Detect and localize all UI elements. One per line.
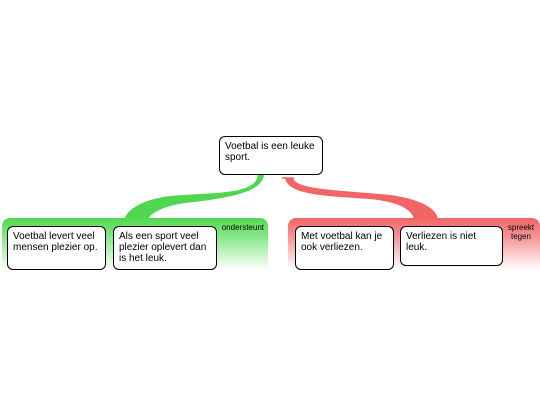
support-group-label: ondersteunt [221, 223, 264, 232]
support-reason-node[interactable]: Als een sport veel plezier oplevert dan … [113, 226, 217, 270]
oppose-group-label: spreekt tegen [507, 223, 535, 241]
support-reason-node[interactable]: Voetbal levert veel mensen plezier op. [7, 226, 106, 270]
claim-node[interactable]: Voetbal is een leuke sport. [219, 136, 323, 175]
oppose-connector [285, 178, 438, 219]
objection-node[interactable]: Verliezen is niet leuk. [400, 226, 503, 266]
objection-node[interactable]: Met voetbal kan je ook verliezen. [295, 226, 394, 270]
support-connector [124, 175, 264, 219]
